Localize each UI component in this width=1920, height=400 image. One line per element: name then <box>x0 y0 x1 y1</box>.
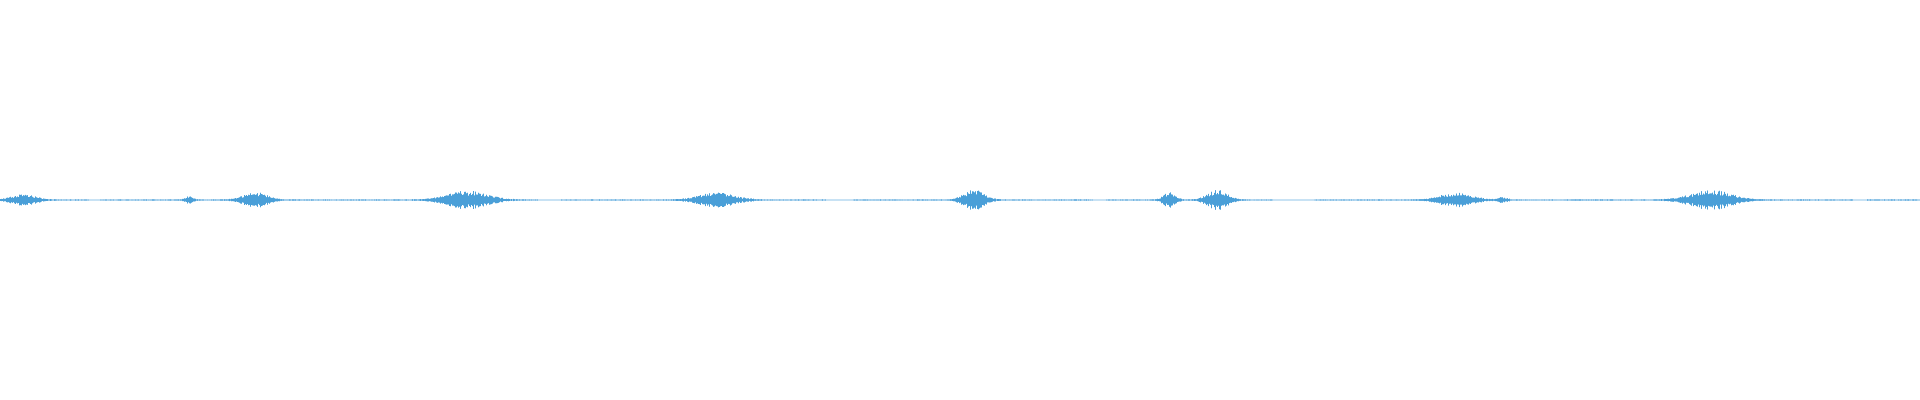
waveform-samples <box>0 190 1920 210</box>
